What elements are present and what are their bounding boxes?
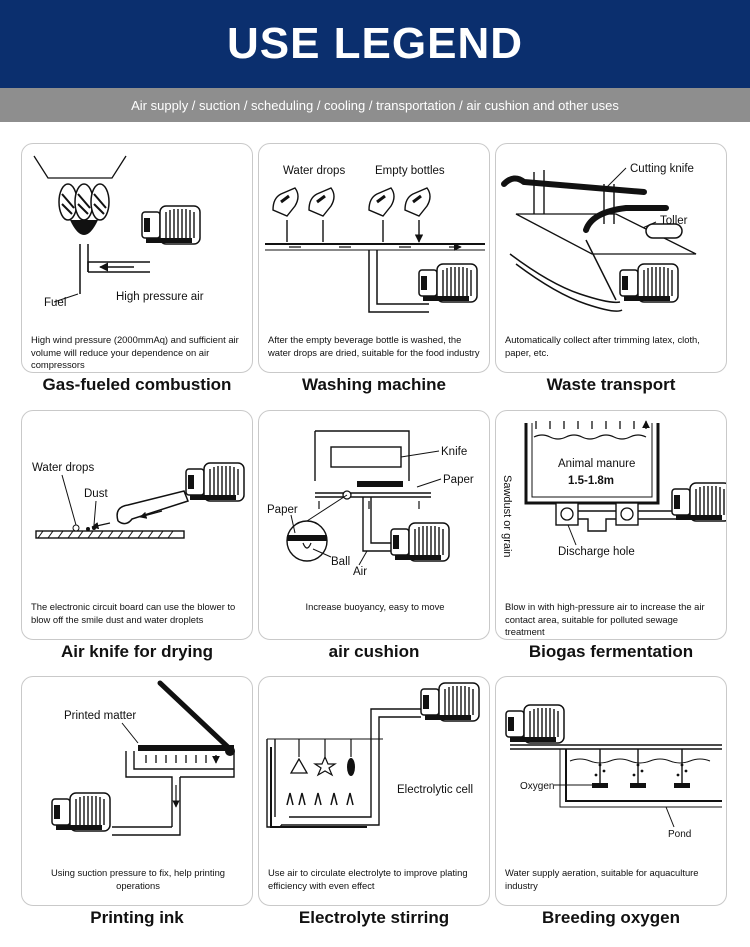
panel-caption: Using suction pressure to fix, help prin…: [50, 867, 226, 891]
panel-caption: Use air to circulate electrolyte to impr…: [268, 867, 468, 891]
label-air: Air: [353, 566, 367, 578]
panel-caption: Increase buoyancy, easy to move: [305, 601, 445, 612]
panel-biogas-fermentation: Animal manure 1.5-1.8m Sawdust or grain …: [495, 410, 727, 640]
combustion-diagram: Fuel High pressure air: [33, 155, 204, 309]
panel-caption: After the empty beverage bottle is washe…: [268, 334, 480, 358]
label-cutting-knife: Cutting knife: [630, 163, 694, 175]
label-depth: 1.5-1.8m: [568, 475, 614, 487]
panel-caption: Automatically collect after trimming lat…: [505, 334, 700, 358]
label-ball: Ball: [331, 556, 350, 568]
panel-title-waste-transport: Waste transport: [546, 375, 676, 394]
page-subtitle: Air supply / suction / scheduling / cool…: [131, 97, 619, 113]
header-banner: USE LEGEND: [0, 0, 750, 88]
panel-title-biogas-fermentation: Biogas fermentation: [528, 642, 694, 661]
label-dust: Dust: [84, 488, 108, 500]
label-fuel: Fuel: [44, 297, 66, 309]
breeding-oxygen-diagram: Oxygen Pond: [505, 704, 722, 840]
panel-washing-machine: Water drops Empty bottles After the empt…: [258, 143, 490, 373]
waste-diagram: Cutting knife Toller: [501, 163, 697, 312]
panel-caption: Blow in with high-pressure air to increa…: [505, 601, 705, 637]
label-water-drops: Water drops: [32, 462, 94, 474]
panel-title-gas-fueled-combustion: Gas-fueled combustion: [42, 375, 232, 394]
panel-breeding-oxygen: Oxygen Pond Water supply aeration, suita…: [495, 676, 727, 906]
panel-waste-transport: Cutting knife Toller Automatically colle…: [495, 143, 727, 373]
panel-title-air-knife-drying: Air knife for drying: [60, 642, 214, 661]
label-pond: Pond: [668, 829, 691, 840]
subtitle-bar: Air supply / suction / scheduling / cool…: [0, 88, 750, 122]
panel-electrolyte-stirring: Electrolytic cell Use air to circulate e…: [258, 676, 490, 906]
printing-diagram: Printed matter: [51, 680, 235, 836]
label-sawdust-or-grain: Sawdust or grain: [501, 475, 513, 558]
washing-diagram: Water drops Empty bottles: [265, 165, 485, 313]
bottle-icon: [272, 187, 431, 217]
panel-title-air-cushion: air cushion: [328, 642, 420, 661]
panel-air-knife-drying: Water drops Dust The electronic circuit …: [21, 410, 253, 640]
label-paper-left: Paper: [267, 504, 298, 516]
air-cushion-diagram: Knife Paper Paper Ball Air: [267, 430, 474, 578]
panel-caption: The electronic circuit board can use the…: [31, 601, 236, 625]
label-paper-right: Paper: [443, 474, 474, 486]
panel-printing-ink: Printed matter Using suction pressure to…: [21, 676, 253, 906]
panel-gas-fueled-combustion: Fuel High pressure air High wind pressur…: [21, 143, 253, 373]
flame-icon: [58, 183, 110, 235]
panel-title-printing-ink: Printing ink: [90, 908, 184, 927]
label-animal-manure: Animal manure: [558, 458, 635, 470]
label-oxygen: Oxygen: [520, 781, 554, 792]
label-water-drops: Water drops: [283, 165, 345, 177]
panel-caption: High wind pressure (2000mmAq) and suffic…: [31, 334, 239, 370]
bubbles-icon: [594, 763, 688, 777]
label-knife: Knife: [441, 446, 467, 458]
discharge-hole-icon: [555, 502, 639, 526]
panel-title-electrolyte-stirring: Electrolyte stirring: [298, 908, 450, 927]
biogas-diagram: Animal manure 1.5-1.8m Sawdust or grain …: [501, 411, 726, 558]
label-electrolytic-cell: Electrolytic cell: [397, 784, 473, 796]
panel-air-cushion: Knife Paper Paper Ball Air Increase buoy…: [258, 410, 490, 640]
air-knife-diagram: Water drops Dust: [32, 462, 245, 539]
panel-caption: Water supply aeration, suitable for aqua…: [505, 867, 699, 891]
label-discharge-hole: Discharge hole: [558, 546, 635, 558]
label-high-pressure-air: High pressure air: [116, 291, 204, 303]
electrolyte-diagram: Electrolytic cell: [266, 682, 480, 828]
panel-title-breeding-oxygen: Breeding oxygen: [542, 908, 680, 927]
label-printed-matter: Printed matter: [64, 710, 136, 722]
panel-title-washing-machine: Washing machine: [302, 375, 446, 394]
page-title: USE LEGEND: [226, 19, 524, 68]
label-empty-bottles: Empty bottles: [375, 165, 445, 177]
